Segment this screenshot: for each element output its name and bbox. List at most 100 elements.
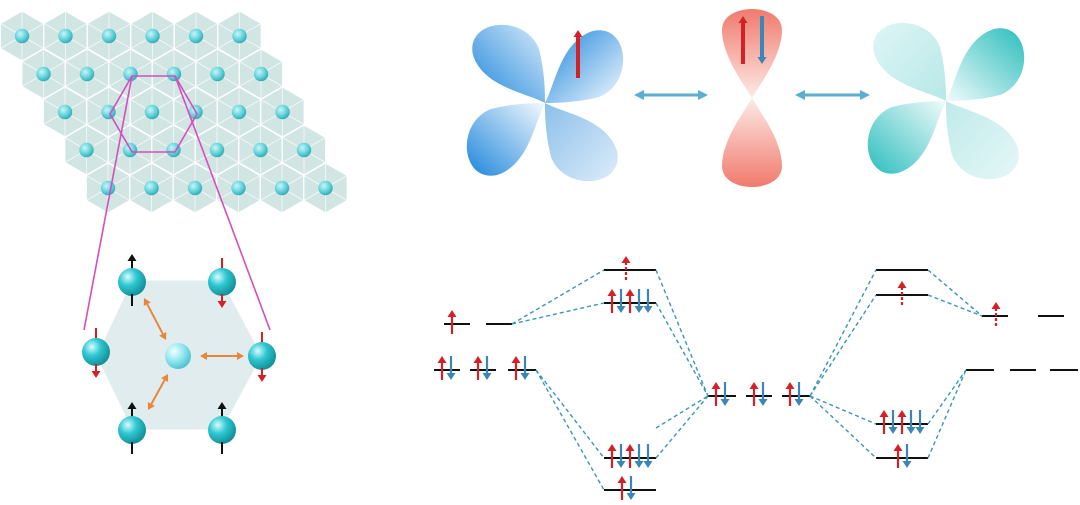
d-orbital-lobe xyxy=(946,101,1019,180)
lattice-atom xyxy=(166,142,181,158)
spin-down-arrow-icon-head xyxy=(634,306,644,313)
spin-up-arrow-icon xyxy=(473,356,483,380)
spin-down-arrow-icon-head xyxy=(634,461,644,468)
spin-up-arrow-icon-head xyxy=(127,402,137,409)
exchange-arrow-icon xyxy=(200,352,244,360)
exchange-arrow-icon-shaft xyxy=(146,303,164,335)
spin-up-arrow-icon xyxy=(621,256,631,280)
connector-dashed-line xyxy=(655,302,709,397)
atom-sphere-icon xyxy=(208,416,236,444)
lattice-atom xyxy=(253,142,268,158)
spin-down-arrow-icon xyxy=(643,444,653,468)
spin-down-arrow-icon-head xyxy=(643,461,653,468)
connector-dashed-line xyxy=(655,395,709,429)
spin-up-arrow-icon xyxy=(617,476,627,500)
lattice-atom xyxy=(253,66,269,82)
lattice-atom xyxy=(296,142,312,158)
spin-up-arrow-icon-head xyxy=(738,16,748,23)
spin-up-arrow-icon-head xyxy=(217,402,227,409)
spin-up-arrow-icon xyxy=(607,289,617,313)
spin-down-arrow-icon-head xyxy=(616,461,626,468)
spin-down-arrow-icon-head xyxy=(626,493,636,500)
spin-up-arrow-icon-head xyxy=(437,356,447,363)
spin-up-arrow-icon-head xyxy=(573,30,583,37)
spin-down-arrow-icon-head xyxy=(616,306,626,313)
spin-up-arrow-icon-head xyxy=(621,256,631,263)
spin-down-arrow-icon xyxy=(757,16,767,64)
zoom-line-left xyxy=(83,75,133,331)
connector-dashed-line xyxy=(511,269,605,325)
spin-down-arrow-icon xyxy=(616,444,626,468)
p-orbital-lobes-icon xyxy=(722,9,782,187)
spin-down-arrow-icon xyxy=(482,356,492,380)
exchange-arrow-icon xyxy=(143,298,167,340)
spin-up-arrow-icon xyxy=(879,410,889,434)
d-orbital-lobes-icon xyxy=(867,22,1025,180)
connector-dashed-line xyxy=(809,294,877,397)
spin-down-arrow-icon xyxy=(91,364,101,378)
spin-up-arrow-icon-head xyxy=(749,382,759,389)
lattice-atom xyxy=(231,180,246,196)
lattice-atom xyxy=(100,180,116,196)
lattice-atom xyxy=(209,142,225,158)
exchange-arrow-icon-head-b xyxy=(161,374,169,383)
spin-up-arrow-icon-head xyxy=(607,289,617,296)
orbital-hybridization xyxy=(466,9,1025,187)
spin-down-arrow-icon-head xyxy=(482,373,492,380)
double-headed-arrow-icon-head-right xyxy=(698,90,708,100)
spin-up-arrow-icon-head xyxy=(897,410,907,417)
d-orbital-lobe xyxy=(946,28,1025,101)
lattice-atom xyxy=(210,66,225,82)
spin-up-arrow-icon xyxy=(573,30,583,78)
spin-down-arrow-icon-head xyxy=(91,371,101,378)
atom-sphere-icon xyxy=(208,268,236,296)
connector-dashed-line xyxy=(809,269,877,397)
double-headed-arrow-icon-head-left xyxy=(634,90,644,100)
spin-up-arrow-icon xyxy=(625,289,635,313)
exchange-arrow-icon-head-a xyxy=(200,352,207,360)
lattice-atom xyxy=(57,104,73,120)
connector-dashed-line xyxy=(809,395,877,459)
spin-down-arrow-icon xyxy=(616,289,626,313)
lattice-atom xyxy=(232,28,247,44)
spin-down-arrow-icon xyxy=(643,289,653,313)
spin-up-arrow-icon xyxy=(897,410,907,434)
connector-dashed-line xyxy=(655,395,709,459)
atom-sphere-icon xyxy=(248,342,276,370)
spin-up-arrow-icon-head xyxy=(785,382,795,389)
double-headed-arrow-icon xyxy=(795,90,870,100)
d-orbital-lobe xyxy=(545,30,624,103)
spin-up-arrow-icon-head xyxy=(447,310,457,317)
lattice-atom xyxy=(318,180,333,196)
spin-down-arrow-icon xyxy=(720,382,730,406)
lattice-atom xyxy=(231,104,247,120)
spin-down-arrow-icon-head xyxy=(902,461,912,468)
spin-down-arrow-icon xyxy=(888,410,898,434)
spin-up-arrow-icon-head xyxy=(879,410,889,417)
connector-dashed-line xyxy=(927,369,967,459)
d-orbital-lobe xyxy=(873,22,946,101)
spin-down-arrow-icon xyxy=(902,444,912,468)
lattice-atom xyxy=(275,104,290,120)
atom-sphere-icon xyxy=(118,416,146,444)
spin-down-arrow-icon xyxy=(915,410,925,434)
d-orbital-lobe xyxy=(545,103,618,182)
d-orbital-lobes-icon xyxy=(466,24,624,182)
lattice-atom xyxy=(79,142,94,158)
spin-up-arrow-icon xyxy=(749,382,759,406)
lattice-atom xyxy=(79,66,95,82)
spin-down-arrow-icon-head xyxy=(888,427,898,434)
spin-up-arrow-icon-head xyxy=(127,254,137,261)
spin-up-arrow-icon xyxy=(625,444,635,468)
spin-down-arrow-icon xyxy=(626,476,636,500)
spin-up-arrow-icon-head xyxy=(617,476,627,483)
spin-up-arrow-icon-head xyxy=(897,281,907,288)
spin-down-arrow-icon-head xyxy=(915,427,925,434)
triangular-lattice-icon xyxy=(0,10,348,214)
connector-dashed-line xyxy=(809,395,877,425)
spin-up-arrow-icon xyxy=(711,382,721,406)
atom-sphere-icon xyxy=(118,268,146,296)
spin-up-arrow-icon xyxy=(897,281,907,305)
double-headed-arrow-icon-head-left xyxy=(795,90,805,100)
exchange-arrow-icon xyxy=(147,374,169,410)
